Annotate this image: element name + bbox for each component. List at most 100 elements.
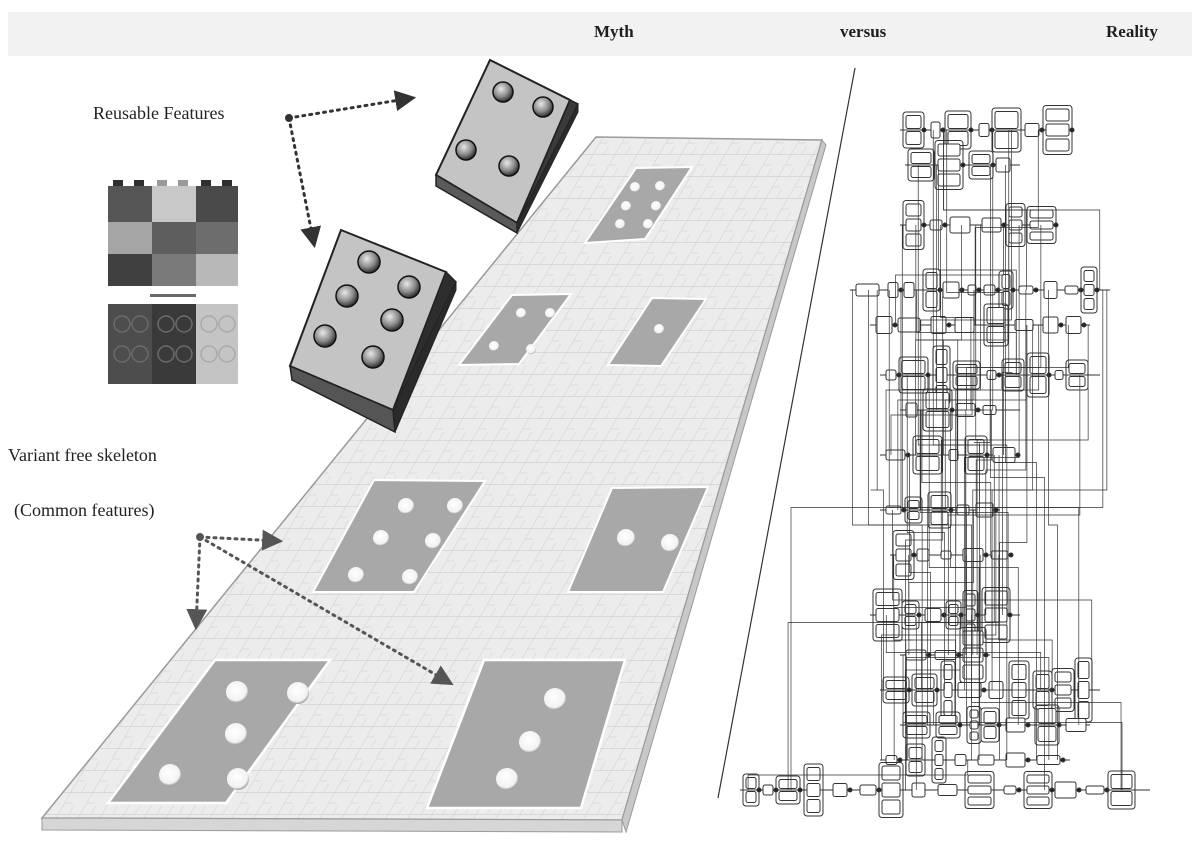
reusable-features-arrows	[285, 90, 417, 249]
network-block	[1054, 697, 1072, 709]
network-block	[937, 158, 961, 172]
network-block	[940, 550, 952, 560]
network-block	[986, 370, 997, 380]
versus-heading: versus	[840, 22, 887, 41]
network-wire	[906, 375, 945, 690]
network-block	[855, 283, 880, 297]
network-block	[969, 720, 979, 730]
network-block	[895, 563, 912, 577]
network-block	[935, 367, 948, 383]
network-block	[994, 131, 1019, 149]
network-node	[1025, 722, 1031, 728]
network-block	[1004, 362, 1022, 374]
network-node	[1016, 787, 1022, 793]
network-wire	[888, 290, 1080, 725]
network-block	[937, 143, 961, 157]
network-group	[878, 762, 904, 818]
network-block	[1029, 209, 1054, 219]
network-node	[906, 687, 912, 693]
network-wire	[999, 325, 1028, 760]
network-block	[937, 784, 958, 796]
network-block	[967, 774, 992, 784]
network-block	[1003, 785, 1017, 795]
network-block	[778, 791, 798, 801]
network-node	[921, 222, 927, 228]
network-block	[978, 123, 990, 137]
network-node	[957, 722, 963, 728]
network-block	[885, 369, 897, 381]
network-block	[832, 783, 848, 797]
network-block	[910, 166, 932, 178]
network-wire	[940, 225, 972, 410]
network-wire	[946, 130, 1004, 455]
network-block	[881, 799, 901, 815]
network-block	[1054, 370, 1064, 380]
network-node	[1007, 612, 1013, 618]
network-block	[1037, 708, 1057, 724]
network-wire	[998, 555, 1053, 725]
network-node	[1046, 372, 1052, 378]
network-block	[967, 785, 992, 795]
network-node	[996, 722, 1002, 728]
network-wire	[972, 325, 1034, 655]
network-block	[1008, 206, 1023, 218]
network-block	[1029, 356, 1047, 374]
network-block	[1029, 231, 1054, 241]
network-node	[1025, 757, 1031, 763]
network-block	[934, 740, 944, 752]
network-node	[921, 127, 927, 133]
network-block	[914, 677, 935, 689]
network-block	[881, 782, 901, 798]
network-block	[895, 548, 912, 562]
network-block	[885, 505, 902, 515]
network-block	[971, 166, 991, 176]
network-block	[962, 664, 984, 680]
network-block	[859, 784, 877, 796]
network-block	[983, 711, 997, 724]
network-group	[1005, 203, 1026, 247]
network-block	[924, 608, 942, 622]
network-wire	[893, 455, 966, 760]
network-block	[806, 783, 821, 797]
network-node	[984, 452, 990, 458]
network-block	[1083, 298, 1095, 310]
network-node	[976, 287, 982, 293]
network-block	[937, 173, 961, 187]
network-block	[915, 456, 940, 471]
lego-photo	[106, 180, 240, 386]
network-block	[1029, 220, 1054, 230]
network-wire	[890, 375, 973, 455]
network-block	[905, 233, 922, 247]
network-block	[901, 360, 926, 374]
reality-heading: Reality	[1106, 22, 1158, 41]
network-wire	[947, 375, 1081, 655]
myth-heading: Myth	[594, 22, 634, 41]
network-block	[1008, 232, 1023, 244]
slot-lower-left	[311, 478, 487, 593]
network-wire	[906, 690, 934, 760]
network-block	[947, 114, 969, 129]
network-wire	[990, 165, 1045, 790]
network-block	[1001, 274, 1011, 289]
network-block	[934, 650, 957, 660]
network-block	[1005, 717, 1026, 733]
network-wire	[852, 290, 972, 760]
network-block	[1065, 718, 1087, 732]
network-node	[1069, 127, 1075, 133]
network-block	[925, 291, 938, 308]
network-block	[916, 548, 930, 562]
network-block	[983, 726, 997, 739]
network-block	[934, 768, 944, 780]
network-node	[756, 787, 762, 793]
network-block	[806, 799, 821, 813]
network-block	[1077, 661, 1090, 679]
network-node	[959, 287, 965, 293]
network-wire	[1048, 290, 1058, 760]
network-block	[986, 307, 1006, 324]
network-node	[960, 162, 966, 168]
network-block	[935, 349, 948, 365]
network-block	[1004, 376, 1022, 388]
network-block	[1001, 291, 1011, 306]
network-block	[875, 592, 900, 606]
network-wire	[892, 510, 1093, 690]
